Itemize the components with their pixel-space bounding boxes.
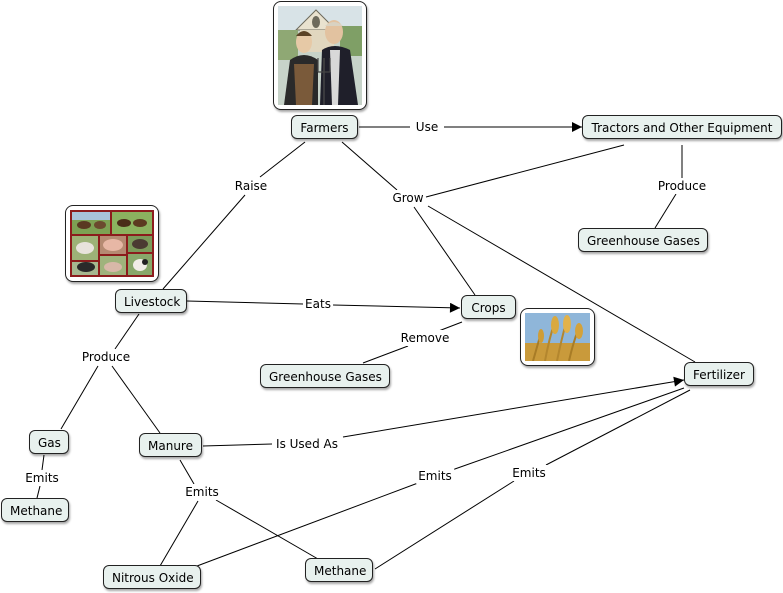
link-label-grow: Grow [390, 190, 426, 206]
node-farmers[interactable]: Farmers [291, 115, 358, 139]
link-produce-gas [60, 365, 99, 430]
link-fertilizer-emits-1 [451, 387, 685, 471]
link-gas-emits [41, 454, 45, 471]
node-tractors[interactable]: Tractors and Other Equipment [582, 115, 782, 139]
link-label-emits-fertilizer-2: Emits [510, 465, 548, 481]
node-crops[interactable]: Crops [461, 295, 516, 319]
node-fertilizer[interactable]: Fertilizer [684, 362, 754, 386]
link-produce-manure [111, 365, 161, 434]
link-remove-ghg [362, 345, 409, 364]
farmers-image [273, 1, 367, 110]
link-usedas-fertilizer [342, 376, 685, 438]
link-raise-livestock [162, 194, 246, 290]
livestock-collage-icon [70, 210, 154, 277]
link-fertilizer-emits-2 [545, 389, 691, 466]
node-livestock[interactable]: Livestock [115, 289, 187, 313]
link-label-emits-manure: Emits [183, 484, 221, 500]
link-livestock-produce [114, 313, 140, 350]
link-grow-crops [413, 206, 476, 296]
link-livestock-eats [186, 300, 304, 305]
link-emits-methane [36, 485, 41, 499]
link-label-use: Use [413, 119, 441, 135]
livestock-image [65, 205, 159, 282]
wheat-icon [525, 313, 590, 361]
link-emits-methane-bottom [215, 499, 319, 560]
node-gas[interactable]: Gas [29, 430, 69, 454]
link-manure-emits [179, 459, 195, 485]
node-nitrous-oxide[interactable]: Nitrous Oxide [103, 565, 201, 589]
link-manure-usedas [202, 443, 273, 447]
node-methane-bottom[interactable]: Methane [305, 558, 373, 582]
link-tractors-grow [425, 144, 625, 198]
link-label-emits-fertilizer-1: Emits [416, 468, 454, 484]
link-farmers-grow [341, 141, 398, 191]
link-farmers-raise [259, 141, 306, 178]
link-eats-crops [332, 302, 461, 313]
link-grow-fertilizer [427, 205, 696, 363]
link-label-emits-gas: Emits [23, 470, 61, 486]
link-emits-nitrous [159, 500, 199, 567]
link-label-is-used-as: Is Used As [274, 436, 340, 452]
node-greenhouse-gases-mid[interactable]: Greenhouse Gases [260, 364, 390, 388]
link-label-eats: Eats [303, 296, 333, 312]
farmers-painting-icon [278, 6, 362, 105]
link-label-remove: Remove [398, 330, 452, 346]
node-methane-left[interactable]: Methane [1, 498, 69, 522]
node-greenhouse-gases-top[interactable]: Greenhouse Gases [578, 228, 708, 252]
link-label-produce-top: Produce [655, 178, 709, 194]
node-manure[interactable]: Manure [139, 433, 202, 457]
link-label-produce-left: Produce [79, 349, 133, 365]
link-emits-methane-2 [374, 480, 515, 570]
link-label-raise: Raise [232, 178, 270, 194]
crops-image [520, 308, 595, 366]
link-emits-nitrous-2 [196, 482, 419, 567]
link-produce-ghg [654, 193, 677, 229]
